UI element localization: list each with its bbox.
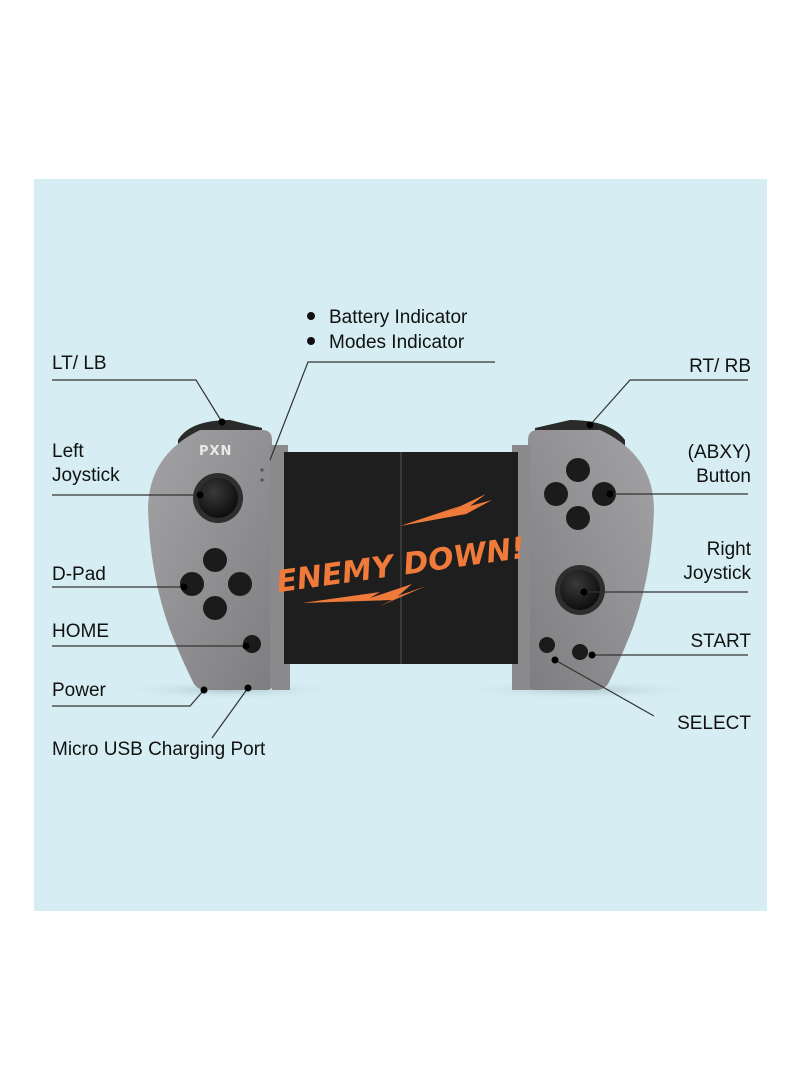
abxy-button-label: (ABXY) Button [687,442,751,487]
leader-power [52,689,205,707]
dot-right-joystick [580,588,588,596]
dot-rt-rb [586,421,594,429]
dot-micro-usb [244,684,252,692]
right-bottom-clamp [512,664,530,690]
dot-select [551,656,559,664]
left-rail [270,445,288,688]
dpad-left [180,572,204,596]
power-label: Power [52,680,106,701]
pxn-logo: PXN [199,444,233,459]
start-button [572,644,588,660]
dot-lt-lb [218,418,226,426]
dpad-right [228,572,252,596]
dot-home [242,642,250,650]
select-label: SELECT [677,713,751,734]
button-top [566,458,590,482]
button-bottom [566,506,590,530]
home-label: HOME [52,621,109,642]
dot-start [588,651,596,659]
right-joystick-label: Right Joystick [683,539,751,584]
lt-lb-label: LT/ LB [52,353,107,374]
d-pad-label: D-Pad [52,564,106,585]
battery-indicator-label: Battery Indicator [307,306,467,330]
dot-dpad [180,583,188,591]
leader-lt-lb [52,379,223,423]
indicator-led-2 [260,478,264,482]
left-joystick [198,478,238,518]
indicator-led-1 [260,468,264,472]
micro-usb-label: Micro USB Charging Port [52,739,266,760]
modes-indicator-label: Modes Indicator [307,331,464,355]
right-joystick [560,570,600,610]
button-left [544,482,568,506]
leader-micro-usb [211,687,249,739]
dpad-down [203,596,227,620]
leader-rt-rb [589,379,748,426]
left-bottom-clamp [272,664,290,690]
start-label: START [690,631,751,652]
rt-rb-label: RT/ RB [689,356,751,377]
leader-select [554,659,655,717]
button-right [592,482,616,506]
select-button [539,637,555,653]
dot-abxy [606,490,614,498]
bolt-bottom [302,584,426,606]
dot-power [200,686,208,694]
left-joystick-label: Left Joystick [52,441,120,486]
dpad-up [203,548,227,572]
leader-indicator [269,361,495,461]
dot-left-joystick [196,491,204,499]
